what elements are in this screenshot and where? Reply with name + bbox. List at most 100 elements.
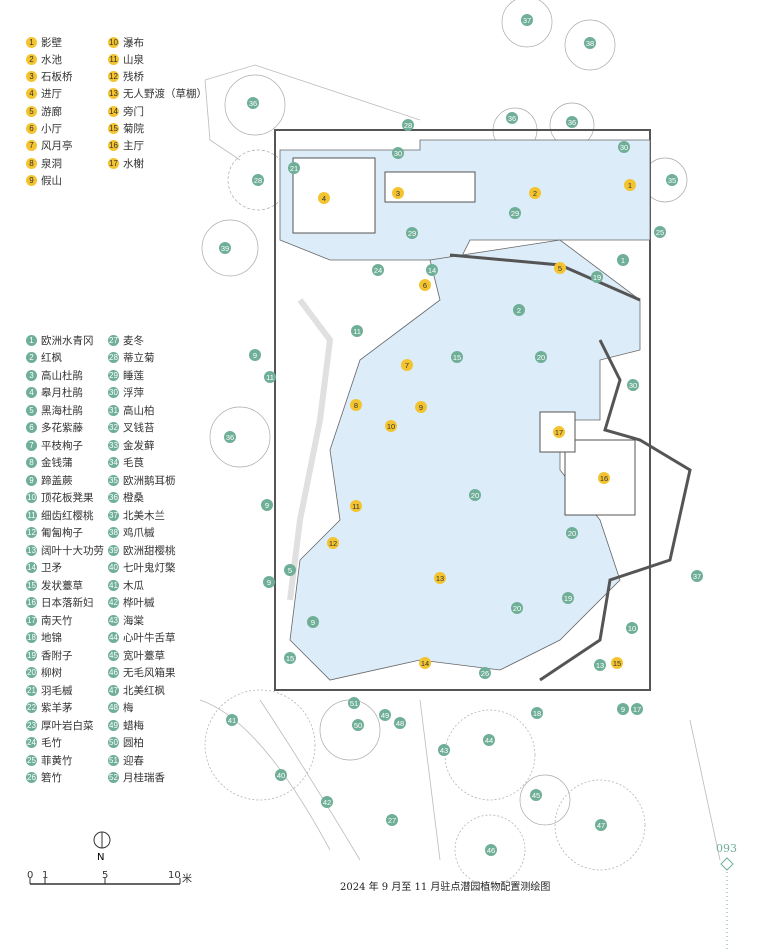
plant-marker-label: 19 — [593, 273, 601, 282]
number-badge-icon: 4 — [26, 88, 37, 100]
legend-label: 水榭 — [123, 157, 144, 170]
plant-marker-badge-icon — [249, 349, 261, 361]
plant-legend-item: 16 日本落新妇 — [26, 595, 94, 611]
plant-marker-badge-icon — [426, 264, 438, 276]
number-badge-icon: 7 — [26, 140, 37, 152]
plant-marker-badge-icon — [372, 264, 384, 276]
number-badge-icon: 45 — [108, 649, 119, 661]
feature-marker-badge-icon — [598, 472, 610, 484]
figure-caption: 2024 年 9 月至 11 月驻点潜园植物配置测绘图 — [340, 882, 551, 893]
number-badge-icon: 5 — [26, 404, 37, 416]
feature-marker-label: 9 — [419, 403, 423, 412]
feature-marker-label: 14 — [421, 659, 429, 668]
feature-marker-label: 6 — [423, 281, 427, 290]
plant-marker-label: 20 — [513, 604, 521, 613]
plant-marker-badge-icon — [379, 709, 391, 721]
plant-marker-label: 29 — [511, 209, 519, 218]
plant-marker-label: 30 — [394, 149, 402, 158]
number-badge-icon: 24 — [26, 737, 37, 748]
legend-label: 无人野渡（草棚） — [123, 88, 207, 101]
plant-marker-badge-icon — [275, 769, 287, 781]
legend-label: 石板桥 — [41, 71, 73, 84]
legend-label: 日本落新妇 — [41, 597, 94, 609]
plant-marker-label: 40 — [277, 771, 285, 780]
number-badge-icon: 7 — [26, 439, 37, 451]
plant-marker-label: 49 — [381, 711, 389, 720]
legend-label: 月桂瑞香 — [123, 772, 165, 784]
legend-label: 圆柏 — [123, 737, 144, 749]
feature-marker-badge-icon — [392, 187, 404, 199]
feature-marker-badge-icon — [419, 657, 431, 669]
plant-marker-label: 51 — [350, 699, 358, 708]
legend-label: 高山杜鹃 — [41, 369, 83, 382]
plant-marker-badge-icon — [617, 254, 629, 266]
legend-label: 麦冬 — [123, 334, 144, 347]
number-badge-icon: 5 — [26, 105, 37, 117]
north-label: N — [97, 852, 105, 863]
plant-marker-label: 19 — [564, 594, 572, 603]
plant-marker-badge-icon — [402, 119, 414, 131]
plant-marker-label: 37 — [523, 16, 531, 25]
number-badge-icon: 16 — [26, 597, 37, 608]
plant-marker-label: 21 — [290, 164, 298, 173]
plant-marker-label: 25 — [656, 228, 664, 237]
plant-marker-label: 28 — [254, 176, 262, 185]
plant-marker-badge-icon — [352, 719, 364, 731]
plant-marker-badge-icon — [386, 814, 398, 826]
plant-marker-label: 17 — [633, 705, 641, 714]
main-pond — [289, 239, 641, 681]
plant-marker-badge-icon — [351, 325, 363, 337]
plant-marker-label: 36 — [508, 114, 516, 123]
plant-marker-badge-icon — [531, 707, 543, 719]
plant-marker-badge-icon — [617, 703, 629, 715]
legend-label: 橙桑 — [123, 492, 144, 504]
legend-label: 影壁 — [41, 36, 62, 49]
legend-label: 北美木兰 — [123, 509, 165, 522]
plant-marker-badge-icon — [618, 141, 630, 153]
plant-marker-badge-icon — [483, 734, 495, 746]
number-badge-icon: 18 — [26, 632, 37, 643]
number-badge-icon: 20 — [26, 667, 37, 678]
feature-marker-label: 12 — [329, 539, 337, 548]
plant-marker-badge-icon — [691, 570, 703, 582]
plant-marker-label: 45 — [532, 791, 540, 800]
feature-marker-badge-icon — [434, 572, 446, 584]
plant-marker-badge-icon — [506, 112, 518, 124]
feature-marker-label: 10 — [387, 422, 395, 431]
plant-marker-badge-icon — [511, 602, 523, 614]
plant-marker-label: 27 — [388, 816, 396, 825]
feature-marker-label: 4 — [322, 194, 326, 203]
legend-label: 阔叶十大功劳 — [41, 544, 104, 557]
number-badge-icon: 47 — [108, 684, 119, 696]
plant-marker-badge-icon — [224, 431, 236, 443]
number-badge-icon: 32 — [108, 422, 119, 433]
plant-marker-badge-icon — [438, 744, 450, 756]
feature-marker-label: 3 — [396, 189, 400, 198]
number-badge-icon: 29 — [108, 369, 119, 381]
plant-marker-label: 13 — [596, 661, 604, 670]
legend-label: 厚叶岩白菜 — [41, 719, 94, 732]
plant-marker-label: 28 — [404, 121, 412, 130]
number-badge-icon: 27 — [108, 334, 119, 346]
legend-label: 迎春 — [123, 754, 144, 767]
plant-marker-label: 36 — [226, 433, 234, 442]
number-badge-icon: 12 — [108, 71, 119, 83]
number-badge-icon: 9 — [26, 174, 37, 186]
plant-marker-label: 9 — [265, 501, 269, 510]
